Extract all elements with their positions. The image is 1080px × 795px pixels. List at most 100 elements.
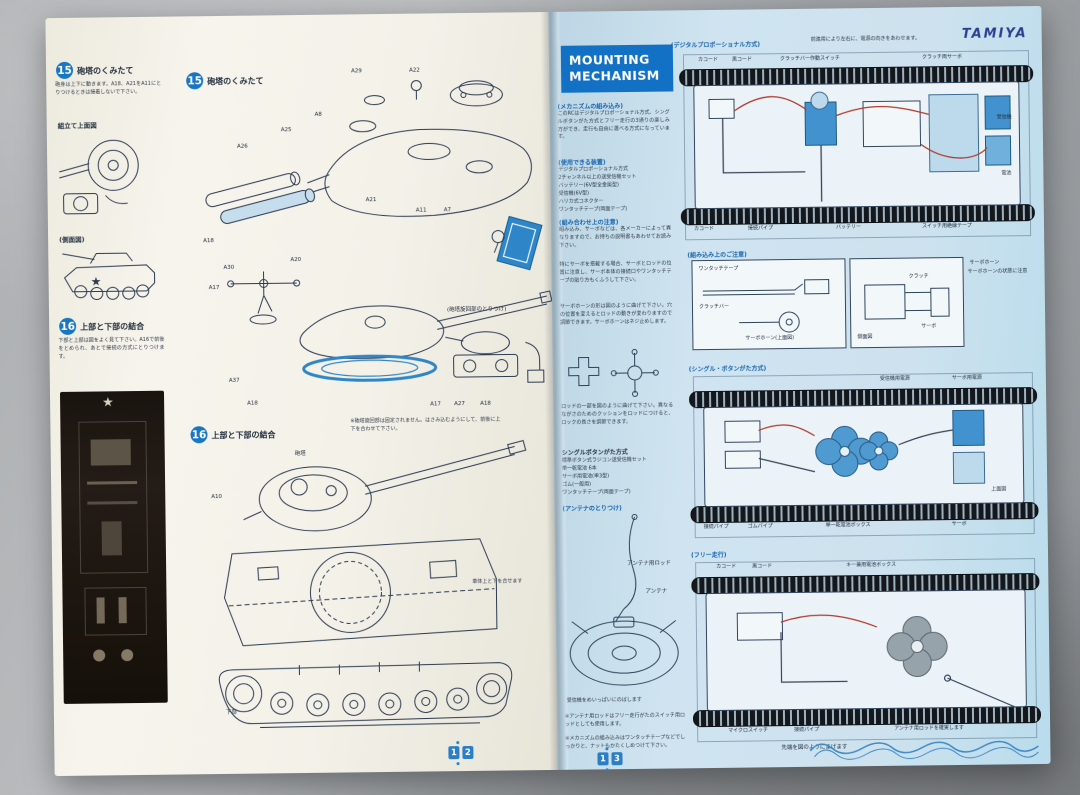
d2-horn-label: サーボホーン	[969, 259, 1000, 266]
part-label: A26	[236, 143, 248, 150]
top-view-label: 組立て上面図	[57, 121, 97, 130]
d1-label: 接続パイプ	[747, 225, 774, 232]
equipment-line: 2チャンネル以上の送受信機セット	[558, 173, 637, 181]
single-button-diagram: 受信機用電源 サーボ用電源 上面図 接続パイプ ゴムパイプ 単一乾電池ボックス …	[689, 372, 1039, 539]
tank-hull-label: 車体上と下を合せます	[472, 578, 523, 585]
step-15-badge: 15	[55, 61, 74, 79]
footnote-1: ※アンテナ用ロッドはフリー走行がたのスイッチ用ロッドとしても使用します。	[564, 712, 686, 728]
part-label: A27	[454, 401, 465, 408]
page-right: MOUNTING MECHANISM TAMIYA 前進用により左右に、電源の向…	[548, 5, 1051, 772]
escapement-cams	[815, 425, 899, 477]
page-number: 1	[597, 752, 609, 766]
rod-note: ロッドの一部を図のように曲げて下さい。異なるながさのためのクッションをロッドにつ…	[561, 402, 674, 426]
header-line-2: MECHANISM	[569, 67, 660, 84]
caution-diagram-left: ワンタッチテープ クラッチバー サーボホーン(上面図)	[691, 258, 847, 351]
d1-title: (デジタルプロポーショナル方式)	[670, 41, 761, 50]
wave-ornament	[809, 740, 1039, 760]
antenna-title: (アンテナのとりつけ)	[562, 505, 622, 513]
d4-title: (フリー走行)	[690, 551, 727, 560]
d1-label: カコード	[697, 56, 719, 64]
page-dot	[456, 762, 460, 766]
part-label: A20	[290, 257, 302, 264]
step-16-note: ※砲塔旋回部は固定されません。はさみ込むようにして、前後に上下を合わせて下さい。	[350, 416, 501, 433]
step-16-text: 下部と上部は図をよく見て下さい。A16で前後をとめられ、あとで接続の方式にとりつ…	[58, 336, 165, 360]
step-16-badge: 16	[59, 317, 77, 335]
d3-label: 上面図	[991, 486, 1007, 493]
turret-top-view-drawing	[59, 139, 139, 215]
d1-label: クラッチ両サーボ	[921, 53, 963, 61]
page-number: 2	[462, 745, 474, 760]
servo-note: 特にサーボを搭載する場合、サーボとロッドの位置に注意し、サーボ本体の接続口やワン…	[559, 260, 672, 284]
tamiya-logo: TAMIYA	[961, 26, 1028, 42]
d3-wires	[758, 424, 953, 473]
turret-mount-diagram	[445, 331, 545, 383]
side-view-label: (側面図)	[59, 235, 85, 244]
free-run-cam	[886, 616, 948, 678]
part-label: A22	[409, 67, 420, 74]
part-label: A18	[247, 400, 258, 407]
d3-label: 受信機用電源	[879, 375, 910, 382]
instruction-booklet: 15 砲塔のくみたて 砲身は上下に動きます。A18、A21をA11にとりつけると…	[45, 5, 1051, 777]
step-15-text: 砲身は上下に動きます。A18、A21をA11にとりつけるときは接着しないで下さい…	[55, 80, 162, 96]
d2-label: サーボホーン(上面図)	[745, 334, 795, 342]
part-label: A25	[280, 127, 292, 134]
page-number: 3	[611, 752, 623, 766]
d1-wires	[722, 96, 988, 202]
d2-note: サーボホーンの状態に注意	[967, 268, 1028, 275]
tank-turret-label: 砲塔	[294, 450, 306, 458]
antenna-drawing	[569, 513, 679, 686]
single-button-title: シングルボタンがた方式	[561, 449, 628, 457]
d2-right-drawing	[864, 284, 950, 320]
d4-label: キー兼用電池ボックス	[846, 561, 897, 569]
d3-label: 単一乾電池ボックス	[825, 522, 871, 529]
page-dot	[605, 747, 609, 751]
intro-body: このRCはデジタルプロポーショナル方式、シングルボタンがた方式とフリー走行の3通…	[557, 109, 670, 141]
part-label: A8	[314, 111, 322, 118]
tank-assembly-drawing	[218, 439, 527, 729]
single-line: 標準ボタン式ラジコン送受信機セット	[561, 456, 647, 464]
d1-label: 受信機	[996, 114, 1012, 121]
single-line: 単一乾電池 6本	[561, 465, 597, 472]
equipment-line: バッテリー(6V型全金属型)	[558, 182, 620, 189]
digital-proportional-diagram: カコード 黒コード クラッチバー作動スイッチ クラッチ両サーボ 受信機 電池 カ…	[679, 50, 1035, 241]
d4-label: カコード	[716, 563, 737, 570]
d2-label: ワンタッチテープ	[698, 265, 739, 273]
horn-note: サーボホーンの形は図のように曲げて下さい。穴の位置を変えるとロッドの動きが変わり…	[559, 302, 673, 326]
turret-exploded-diagram	[205, 80, 553, 382]
page-left: 15 砲塔のくみたて 砲身は上下に動きます。A18、A21をA11にとりつけると…	[45, 11, 558, 777]
equipment-line: 受信機(6V型)	[558, 190, 590, 197]
d3-label: サーボ	[951, 520, 967, 528]
step-16-title: 上部と下部の結合	[80, 321, 145, 332]
part-label: A18	[203, 238, 214, 245]
d2-label: クラッチ	[908, 273, 929, 280]
equipment-line: ハリカ式コネクター	[558, 198, 604, 205]
d4-label: マイクロスイッチ	[728, 727, 769, 734]
d4-label: 接続パイプ	[794, 726, 820, 734]
svg-text:★: ★	[91, 274, 102, 288]
d1-label: バッテリー	[835, 224, 862, 231]
free-running-diagram: カコード 黒コード キー兼用電池ボックス 接続パイプ マイクロスイッチ アンテナ…	[691, 558, 1042, 743]
d2-label: 側面図	[857, 334, 873, 341]
part-label: A7	[443, 207, 452, 214]
part-label: A17	[208, 285, 220, 292]
single-line: ワンタッチテープ(両面テープ)	[562, 488, 631, 496]
d1-label: カコード	[693, 225, 715, 233]
part-label: A30	[223, 264, 235, 271]
d1-label: クラッチバー作動スイッチ	[779, 55, 841, 63]
assembly-note-body: 組み込み、サーボなどは、各メーカーによって異なりますので、お持ちの説明書もあわせ…	[558, 225, 672, 249]
antenna-rod-label: アンテナ用ロッド	[627, 560, 671, 568]
d4-label: アンテナ用ロッドを確実します	[894, 724, 964, 732]
star-marking: ★	[102, 395, 114, 411]
header-line-1: MOUNTING	[568, 51, 650, 68]
d4-label: 黒コード	[752, 563, 773, 570]
antenna-base-label: 受信機をめいっぱいにのばします	[566, 696, 642, 704]
step-15-title: 砲塔のくみたて	[77, 66, 134, 76]
part-label: A10	[211, 493, 223, 501]
tank-lower-label: 下部	[225, 709, 237, 716]
page-dot	[456, 741, 460, 745]
part-label: A18	[480, 400, 491, 407]
d2-label: サーボ	[921, 323, 937, 330]
part-label: A29	[351, 68, 362, 75]
part-label: A37	[228, 377, 240, 384]
d1-label: 黒コード	[731, 56, 753, 63]
